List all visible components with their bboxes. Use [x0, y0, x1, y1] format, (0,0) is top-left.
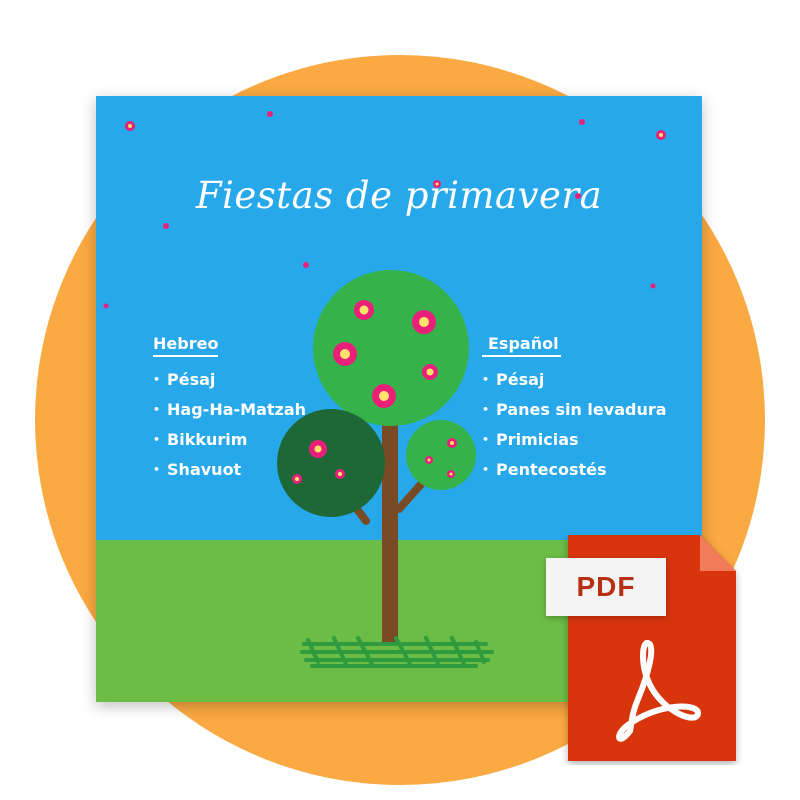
spanish-list: Pésaj Panes sin levadura Primicias Pente…	[482, 365, 667, 485]
spanish-heading: Español	[482, 334, 561, 357]
list-item: Shavuot	[153, 455, 306, 485]
list-item: Bikkurim	[153, 425, 306, 455]
list-item: Hag-Ha-Matzah	[153, 395, 306, 425]
hebrew-column: Hebreo Pésaj Hag-Ha-Matzah Bikkurim Shav…	[153, 334, 306, 485]
list-item: Pentecostés	[482, 455, 667, 485]
list-item: Panes sin levadura	[482, 395, 667, 425]
adobe-acrobat-icon	[616, 640, 701, 742]
hebrew-heading: Hebreo	[153, 334, 219, 357]
spanish-column: Español Pésaj Panes sin levadura Primici…	[482, 334, 667, 485]
tree-flowers	[292, 300, 457, 484]
hebrew-list: Pésaj Hag-Ha-Matzah Bikkurim Shavuot	[153, 365, 306, 485]
list-item: Pésaj	[153, 365, 306, 395]
list-item: Primicias	[482, 425, 667, 455]
tree-illustration	[277, 270, 494, 668]
sky-flowers	[103, 111, 666, 309]
pdf-label: PDF	[546, 558, 666, 616]
list-item: Pésaj	[482, 365, 667, 395]
page-title: Fiestas de primavera	[195, 174, 603, 217]
